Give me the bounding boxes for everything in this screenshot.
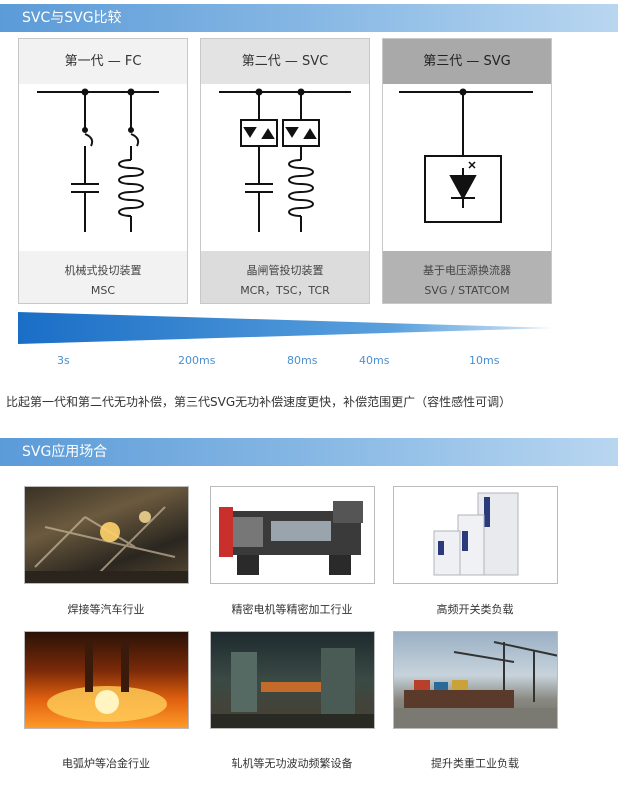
response-time-wedge [18,312,554,344]
section-title: SVC与SVG比较 [22,10,122,26]
timeline-tick: 40ms [359,354,390,367]
application-caption: 提升类重工业负载 [431,757,519,770]
timeline-tick: 80ms [287,354,318,367]
card-device-code: SVG / STATCOM [424,284,510,297]
svc-circuit-diagram [219,88,351,232]
fc-circuit-diagram [37,88,159,232]
timeline-tick: 200ms [178,354,216,367]
cabinet-photo [393,486,558,584]
timeline-tick: 3s [57,354,70,367]
card-device-name: 机械式投切装置 [64,264,142,277]
port-cranes-image [394,641,557,728]
card-svc: 第二代 — SVC 晶闸管投切装置 MCR，TSC，TCR [200,38,370,304]
card-device-name: 基于电压源换流器 [423,264,511,277]
card-footer: 基于电压源换流器 SVG / STATCOM [383,251,551,303]
card-title: 第二代 — SVC [201,39,369,84]
application-caption: 电弧炉等冶金行业 [62,757,150,770]
port-crane-photo [393,631,558,729]
application-caption: 精密电机等精密加工行业 [231,603,353,616]
card-fc: 第一代 — FC 机械式投切装置 MSC [18,38,188,304]
switch-cabinets-image [433,492,519,576]
rolling-mill-image [211,648,374,728]
welding-robots-image [25,506,188,583]
timeline-tick: 10ms [469,354,500,367]
comparison-summary: 比起第一代和第二代无功补偿，第三代SVG无功补偿速度更快，补偿范围更广（容性感性… [6,395,512,409]
arc-furnace-image [47,642,167,722]
card-title: 第一代 — FC [19,39,187,84]
cnc-lathe-image [219,501,363,575]
furnace-photo [24,631,189,729]
section-title: SVG应用场合 [22,444,108,460]
card-device-code: MSC [90,284,116,297]
cnc-machine-photo [210,486,375,584]
section-header-comparison: SVC与SVG比较 [0,4,618,32]
welding-photo [24,486,189,584]
card-device-code: MCR，TSC，TCR [240,284,330,297]
card-device-name: 晶闸管投切装置 [246,264,324,277]
card-footer: 机械式投切装置 MSC [19,251,187,303]
application-caption: 高频开关类负载 [436,603,514,616]
application-caption: 焊接等汽车行业 [67,603,145,616]
section-header-applications: SVG应用场合 [0,438,618,466]
card-footer: 晶闸管投切装置 MCR，TSC，TCR [201,251,369,303]
svg-circuit-diagram [399,88,533,223]
card-svg: 第三代 — SVG 基于电压源换流器 SVG / STATCOM [382,38,552,304]
rolling-mill-photo [210,631,375,729]
card-title: 第三代 — SVG [383,39,551,84]
application-caption: 轧机等无功波动频繁设备 [231,757,353,770]
